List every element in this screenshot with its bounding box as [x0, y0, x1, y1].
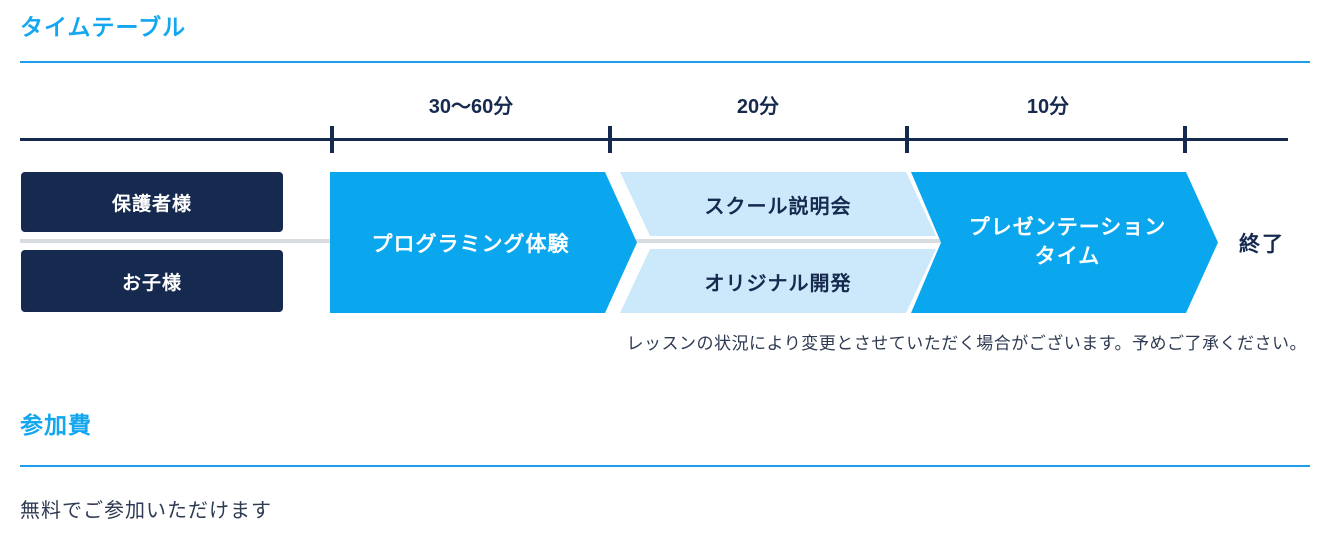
end-label: 終了: [1239, 232, 1285, 256]
timeline-tick: [1183, 126, 1187, 153]
stage-chevron-school-info: スクール説明会: [620, 172, 936, 236]
duration-label-1: 30〜60分: [428, 96, 514, 118]
timeline-axis: [20, 138, 1288, 141]
stage-chevron-school-info-label: スクール説明会: [704, 195, 852, 218]
timeline-tick: [330, 126, 334, 153]
presentation-label-line1: プレゼンテーション: [968, 216, 1167, 240]
fee-title: 参加費: [20, 412, 92, 438]
audience-box-parents: 保護者様: [21, 172, 283, 232]
stage-arrow-programming: プログラミング体験: [330, 172, 637, 313]
fee-description: 無料でご参加いただけます: [20, 500, 272, 522]
stage-chevron-original-dev-label: オリジナル開発: [704, 272, 852, 295]
stage-arrow-presentation-label: プレゼンテーション タイム: [969, 214, 1167, 271]
audience-box-children: お子様: [21, 250, 283, 312]
audience-box-children-label: お子様: [121, 272, 182, 294]
timetable-divider: [20, 61, 1310, 63]
duration-label-2: 20分: [736, 96, 780, 118]
stage-arrow-programming-label: プログラミング体験: [371, 232, 570, 256]
audience-box-parents-label: 保護者様: [111, 193, 192, 215]
stage-chevron-original-dev: オリジナル開発: [620, 249, 936, 313]
duration-label-3: 10分: [1026, 96, 1070, 118]
timeline-tick: [905, 126, 909, 153]
timetable-title: タイムテーブル: [20, 14, 187, 40]
timeline-tick: [608, 126, 612, 153]
schedule-note: レッスンの状況により変更とさせていただく場合がございます。予めご了承ください。: [626, 334, 1307, 353]
stage-arrow-presentation: プレゼンテーション タイム: [911, 172, 1218, 313]
presentation-label-line2: タイム: [1034, 244, 1101, 268]
fee-divider: [20, 465, 1310, 467]
